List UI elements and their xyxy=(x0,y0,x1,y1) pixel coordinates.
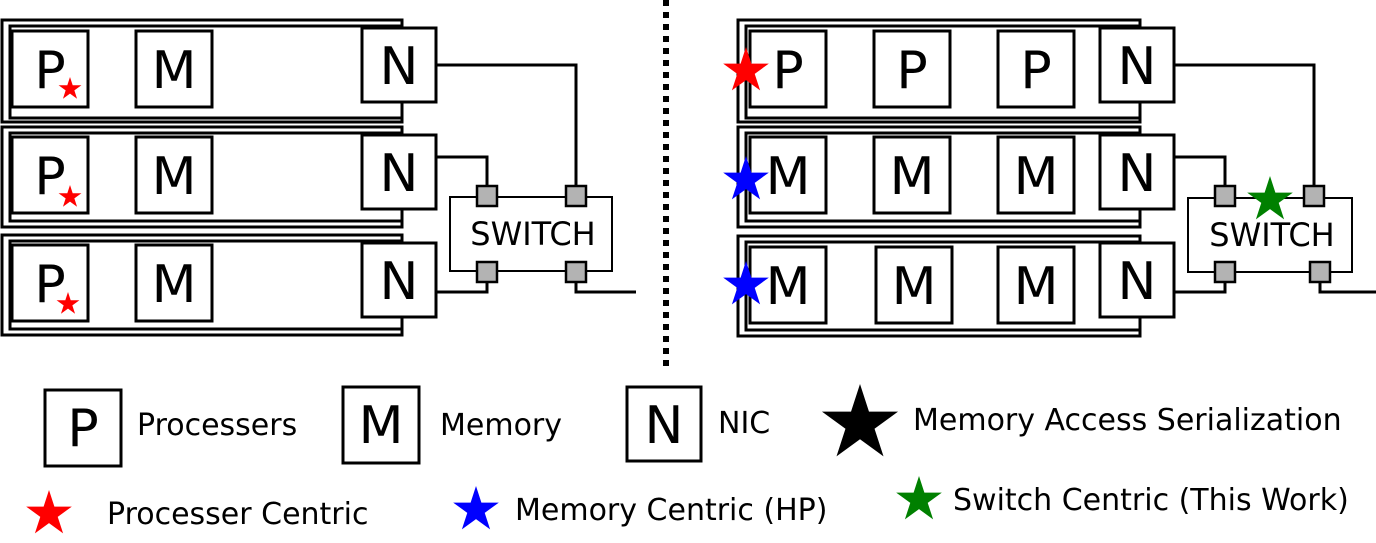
memory-label: M xyxy=(152,147,197,207)
right-node-row-3: M M M N xyxy=(723,234,1176,338)
processor-box xyxy=(10,135,90,215)
legend-nic-symbol: N xyxy=(645,396,684,456)
serialization-star-icon xyxy=(821,384,899,457)
nic-label: N xyxy=(380,144,419,204)
switch-port xyxy=(1213,260,1237,284)
memory-box xyxy=(748,245,828,325)
legend: P Processers M Memory N NIC Memory Acces… xyxy=(26,384,1349,534)
processor-box xyxy=(10,243,90,323)
legend-processor-symbol: P xyxy=(67,399,98,459)
memory-box xyxy=(134,29,214,109)
switch-port xyxy=(1213,184,1237,208)
memory-box xyxy=(872,135,952,215)
left-node-row-2: P M N xyxy=(0,125,438,229)
nic-label: N xyxy=(380,37,419,97)
nic-label: N xyxy=(1118,252,1157,312)
memory-box xyxy=(996,245,1076,325)
legend-serialization-text: Memory Access Serialization xyxy=(913,403,1342,438)
legend-memory-symbol: M xyxy=(359,396,404,456)
memory-label: M xyxy=(766,147,811,207)
left-switch-ports xyxy=(475,184,588,284)
left-node-row-3: P M N xyxy=(0,233,438,337)
legend-memory-centric-text: Memory Centric (HP) xyxy=(515,493,827,528)
memory-box xyxy=(134,243,214,323)
memory-box xyxy=(874,245,954,325)
left-wires xyxy=(436,63,636,294)
left-node-row-1: P M N xyxy=(0,18,438,124)
processor-label: P xyxy=(34,41,65,101)
memory-label: M xyxy=(1014,257,1059,317)
legend-processor-box xyxy=(43,388,123,468)
wire xyxy=(436,280,489,294)
memory-label: M xyxy=(152,41,197,101)
wire xyxy=(574,280,636,294)
switch-port xyxy=(475,260,499,284)
memory-label: M xyxy=(890,147,935,207)
wire xyxy=(1174,155,1227,186)
processor-box xyxy=(872,29,952,109)
memory-box xyxy=(996,135,1076,215)
legend-switch-centric-text: Switch Centric (This Work) xyxy=(953,483,1349,518)
nic-box xyxy=(360,133,438,211)
switch-port xyxy=(1302,184,1326,208)
wire xyxy=(436,155,489,186)
nic-label: N xyxy=(1118,37,1157,97)
processor-label: P xyxy=(896,41,927,101)
switch-label: SWITCH xyxy=(470,215,595,253)
legend-nic-box xyxy=(625,385,703,463)
processor-label: P xyxy=(34,147,65,207)
memory-label: M xyxy=(1014,147,1059,207)
nic-label: N xyxy=(380,252,419,312)
wire xyxy=(1174,280,1227,294)
wire xyxy=(436,63,578,186)
left-switch: SWITCH xyxy=(449,196,613,272)
switch-label: SWITCH xyxy=(1209,216,1334,254)
switch-box xyxy=(1187,197,1353,273)
right-switch: SWITCH xyxy=(1187,197,1353,273)
switch-port xyxy=(564,260,588,284)
nic-box xyxy=(360,26,438,104)
legend-memory-box xyxy=(341,385,421,465)
wire xyxy=(1318,280,1376,294)
switch-box xyxy=(449,196,613,272)
memory-box xyxy=(134,135,214,215)
switch-port xyxy=(475,184,499,208)
left-panel: P M N P M N P M N xyxy=(0,18,636,337)
right-node-row-2: M M M N xyxy=(723,125,1176,229)
switch-centric-legend-star-icon xyxy=(896,476,942,520)
processor-box xyxy=(996,29,1076,109)
memory-label: M xyxy=(152,255,197,315)
nic-box xyxy=(1098,133,1176,211)
right-switch-ports xyxy=(1213,184,1332,284)
switch-port xyxy=(564,184,588,208)
legend-processors-text: Processers xyxy=(137,408,297,443)
nic-box xyxy=(1098,241,1176,319)
right-wires xyxy=(1174,63,1376,294)
nic-box xyxy=(360,241,438,319)
nic-box xyxy=(1098,26,1176,104)
right-panel: P P P N M M M N M xyxy=(723,18,1376,338)
processor-box xyxy=(748,29,828,109)
memory-label: M xyxy=(766,257,811,317)
processor-label: P xyxy=(34,255,65,315)
processor-label: P xyxy=(1020,41,1051,101)
memory-centric-legend-star-icon xyxy=(453,486,499,530)
switch-port xyxy=(1308,260,1332,284)
processor-label: P xyxy=(772,41,803,101)
processor-centric-legend-star-icon xyxy=(26,490,72,534)
legend-memory-text: Memory xyxy=(440,408,562,443)
legend-processor-centric-text: Processer Centric xyxy=(107,497,368,532)
right-node-row-1: P P P N xyxy=(723,18,1176,124)
nic-label: N xyxy=(1118,144,1157,204)
memory-label: M xyxy=(892,257,937,317)
legend-nic-text: NIC xyxy=(718,406,770,441)
wire xyxy=(1174,63,1316,186)
